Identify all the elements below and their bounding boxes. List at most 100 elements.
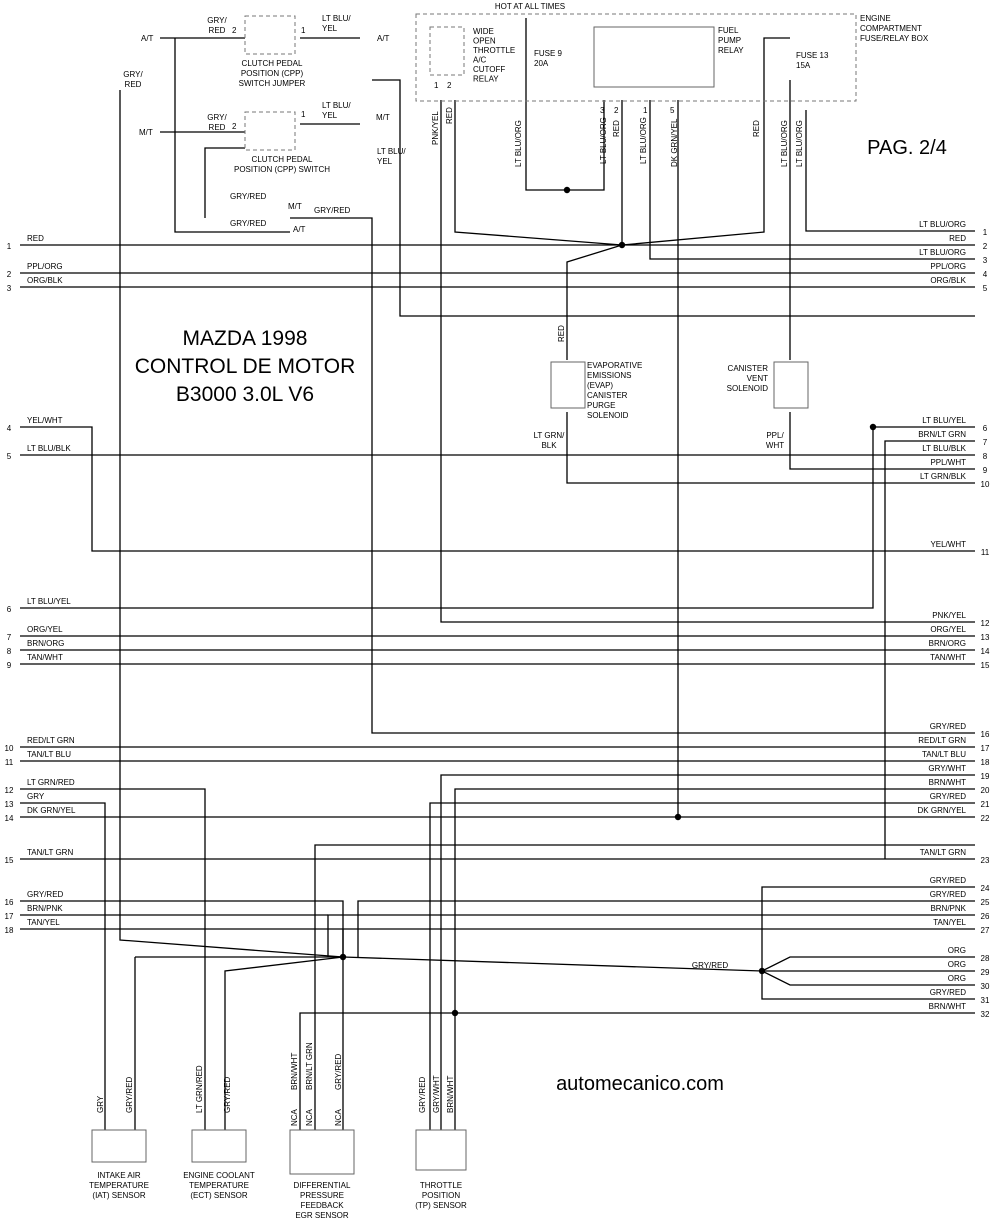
left-pin-color: TAN/LT GRN [27, 848, 73, 857]
ect-label: TEMPERATURE [189, 1181, 249, 1190]
wire-label: GRY/ [207, 16, 227, 25]
right-pin-color: TAN/LT GRN [920, 848, 966, 857]
splice-dot [674, 813, 682, 821]
right-pin-number: 31 [981, 996, 990, 1005]
wire-label: RED [612, 120, 621, 137]
right-pin-number: 27 [981, 926, 990, 935]
splice-dot [563, 186, 571, 194]
fuse-relay-box [415, 13, 857, 102]
wire-label: A/T [141, 34, 154, 43]
left-pin-color: RED [27, 234, 44, 243]
wire-label: BLK [541, 441, 557, 450]
left-pin-color: PPL/ORG [27, 262, 63, 271]
right-pin-color: LT GRN/BLK [920, 472, 967, 481]
right-pin-number: 32 [981, 1010, 990, 1019]
left-pin-color: LT GRN/RED [27, 778, 75, 787]
left-pin-color: BRN/ORG [27, 639, 64, 648]
wire-label: WHT [766, 441, 784, 450]
cvs-label: CANISTER [728, 364, 769, 373]
brnltgrn-wire [314, 844, 975, 1130]
wire-label: PNK/YEL [431, 111, 440, 145]
left-pin-number: 10 [5, 744, 14, 753]
right-pin-color: GRY/RED [930, 988, 967, 997]
right-pin-color: ORG [948, 946, 966, 955]
tanyel-wire [342, 928, 975, 957]
right-pin-number: 14 [981, 647, 990, 656]
red-wire [621, 37, 790, 246]
wot-relay-label: CUTOFF [473, 65, 505, 74]
hot-label: HOT AT ALL TIMES [495, 2, 565, 11]
wot-relay-label: A/C [473, 56, 487, 65]
iat-label: TEMPERATURE [89, 1181, 149, 1190]
ltbluorg-wire [649, 100, 975, 260]
gryred-wire [119, 90, 344, 958]
yelwht-wire [20, 426, 975, 552]
ltbluyel-wire [20, 426, 975, 609]
left-pin-color: TAN/LT BLU [27, 750, 71, 759]
gryred-wire [761, 971, 975, 1000]
wire-label: 2 [447, 81, 452, 90]
right-pin-number: 24 [981, 884, 990, 893]
left-pin-color: GRY [27, 792, 45, 801]
dpfe-sensor [289, 1129, 355, 1175]
splice-dot [339, 953, 347, 961]
right-pin-number: 10 [981, 480, 990, 489]
right-pin-number: 25 [981, 898, 990, 907]
right-pin-color: GRY/RED [930, 792, 967, 801]
left-pin-number: 18 [5, 926, 14, 935]
dpfe-label: PRESSURE [300, 1191, 344, 1200]
wire-label: A/T [293, 225, 306, 234]
wire-label: 1 [301, 110, 306, 119]
left-pin-number: 8 [7, 647, 12, 656]
right-pin-number: 19 [981, 772, 990, 781]
org-wire [761, 956, 975, 972]
right-pin-color: TAN/YEL [933, 918, 966, 927]
ect-label: (ECT) SENSOR [190, 1191, 248, 1200]
splice-dot [758, 967, 766, 975]
left-pin-number: 5 [7, 452, 12, 461]
dpfe-label: FEEDBACK [300, 1201, 344, 1210]
cpp-switch-label: CLUTCH PEDAL [252, 155, 313, 164]
iat-label: INTAKE AIR [97, 1171, 141, 1180]
right-pin-color: GRY/RED [930, 722, 967, 731]
right-pin-color: RED [949, 234, 966, 243]
cpp-jumper-label: SWITCH JUMPER [239, 79, 306, 88]
pplwht-wire [789, 412, 975, 470]
right-pin-number: 28 [981, 954, 990, 963]
wire-label: RED [752, 120, 761, 137]
wot-relay-label: OPEN [473, 37, 496, 46]
wire-label: GRY/RED [230, 192, 267, 201]
right-pin-color: LT BLU/ORG [919, 248, 966, 257]
wire-label: LT BLU/ [377, 147, 406, 156]
left-pin-number: 12 [5, 786, 14, 795]
left-pin-color: TAN/YEL [27, 918, 60, 927]
ltgrnblk-wire [566, 412, 975, 484]
cvs-label: VENT [747, 374, 768, 383]
right-pin-color: ORG/BLK [930, 276, 966, 285]
wire-label: M/T [139, 128, 153, 137]
splice-dot [618, 241, 626, 249]
splice-dot [869, 423, 877, 431]
right-pin-number: 8 [983, 452, 988, 461]
left-pin-number: 1 [7, 242, 12, 251]
right-pin-color: LT BLU/YEL [922, 416, 966, 425]
wire-label: 1 [434, 81, 439, 90]
right-pin-color: LT BLU/ORG [919, 220, 966, 229]
wire-label: NCA [334, 1108, 343, 1126]
wire-label: 3 [600, 106, 605, 115]
left-pin-number: 7 [7, 633, 12, 642]
gry-wire [20, 802, 106, 1130]
right-pin-color: YEL/WHT [930, 540, 966, 549]
cvs-label: SOLENOID [727, 384, 769, 393]
wire-label: GRY/ [207, 113, 227, 122]
wire-label: 1 [643, 106, 648, 115]
wire-label: LT BLU/ [322, 101, 351, 110]
right-pin-color: ORG [948, 960, 966, 969]
left-pin-number: 13 [5, 800, 14, 809]
fuse13-label: FUSE 13 [796, 51, 829, 60]
wire-label: YEL [322, 24, 338, 33]
left-pin-number: 2 [7, 270, 12, 279]
wire-label: GRY/RED [223, 1076, 232, 1113]
dpfe-label: EGR SENSOR [295, 1211, 349, 1220]
fuse-box-label: ENGINE [860, 14, 891, 23]
